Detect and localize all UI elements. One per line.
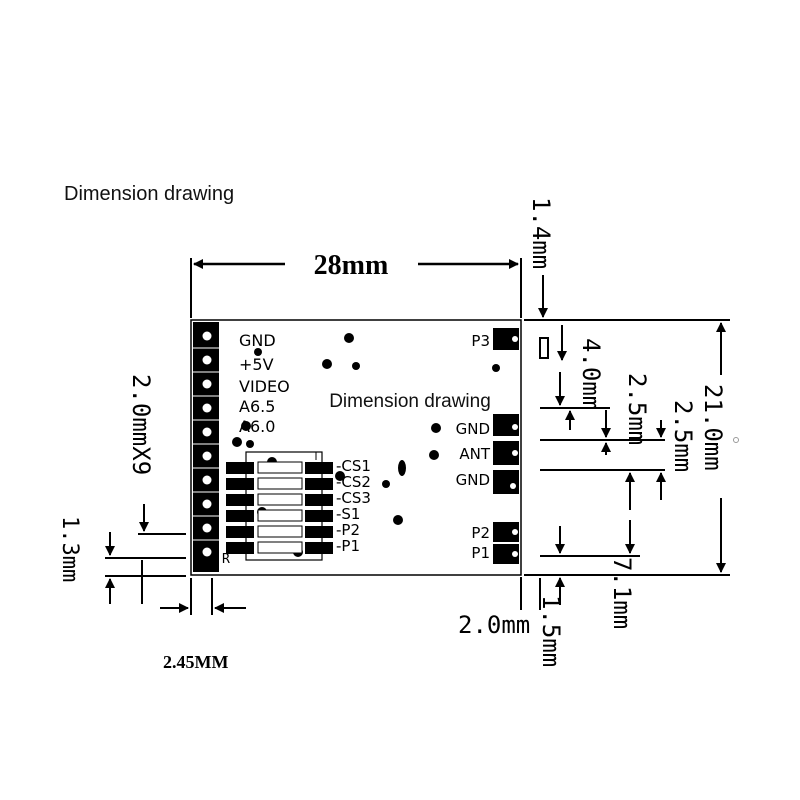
right-extension-lines (524, 319, 730, 576)
height-4-0-label: 4.0mm (577, 338, 605, 410)
pin-label-gnd-2: GND (456, 471, 490, 489)
bottom-left-label: 2.45MM (163, 652, 228, 672)
total-height-label: 21.0mm (699, 384, 727, 471)
left-dimensions (105, 504, 186, 604)
width-label: 28mm (314, 250, 389, 281)
bottom-right-dimension (520, 577, 541, 610)
pin-label-p2: P2 (471, 524, 490, 542)
height-7-1-label: 7.1mm (608, 557, 636, 629)
switch-label-p2: -P2 (336, 521, 360, 539)
board-mark: R (222, 552, 230, 567)
left-offset-label: 1.3mm (57, 516, 82, 582)
pin-label-gnd: GND (239, 331, 276, 350)
switch-label-s1: -S1 (336, 505, 360, 523)
pin-label-video: VIDEO (239, 377, 290, 396)
pin-label-p1: P1 (471, 544, 490, 562)
small-circle-mark (733, 437, 739, 443)
pin-label-a65: A6.5 (239, 397, 275, 416)
board-components (232, 333, 500, 557)
switch-label-cs3: -CS3 (336, 489, 371, 507)
switch-label-p1: -P1 (336, 537, 360, 555)
height-2-5a-label: 2.5mm (623, 373, 651, 445)
right-dimensions (538, 275, 726, 605)
bottom-left-dimension (160, 578, 246, 615)
right-pads (493, 328, 519, 564)
height-2-5b-label: 2.5mm (669, 400, 697, 472)
switch-label-cs2: -CS2 (336, 473, 371, 491)
pin-label-5v: +5V (239, 355, 274, 374)
caption-overlay: Dimension drawing (329, 391, 491, 412)
caption-top: Dimension drawing (64, 183, 234, 205)
top-margin-label: 1.4mm (527, 197, 555, 269)
pitch-label: 2.0mmX9 (127, 374, 155, 475)
height-1-5-label: 1.5mm (537, 595, 565, 667)
left-header: R (193, 322, 230, 572)
dip-switch-block (226, 451, 333, 561)
switch-label-cs1: -CS1 (336, 457, 371, 475)
width-dimension: 28mm (190, 250, 522, 318)
bottom-right-label: 2.0mm (458, 611, 530, 639)
pin-label-p3: P3 (471, 332, 490, 350)
pin-label-gnd-1: GND (456, 420, 490, 438)
pin-label-ant: ANT (459, 445, 490, 463)
